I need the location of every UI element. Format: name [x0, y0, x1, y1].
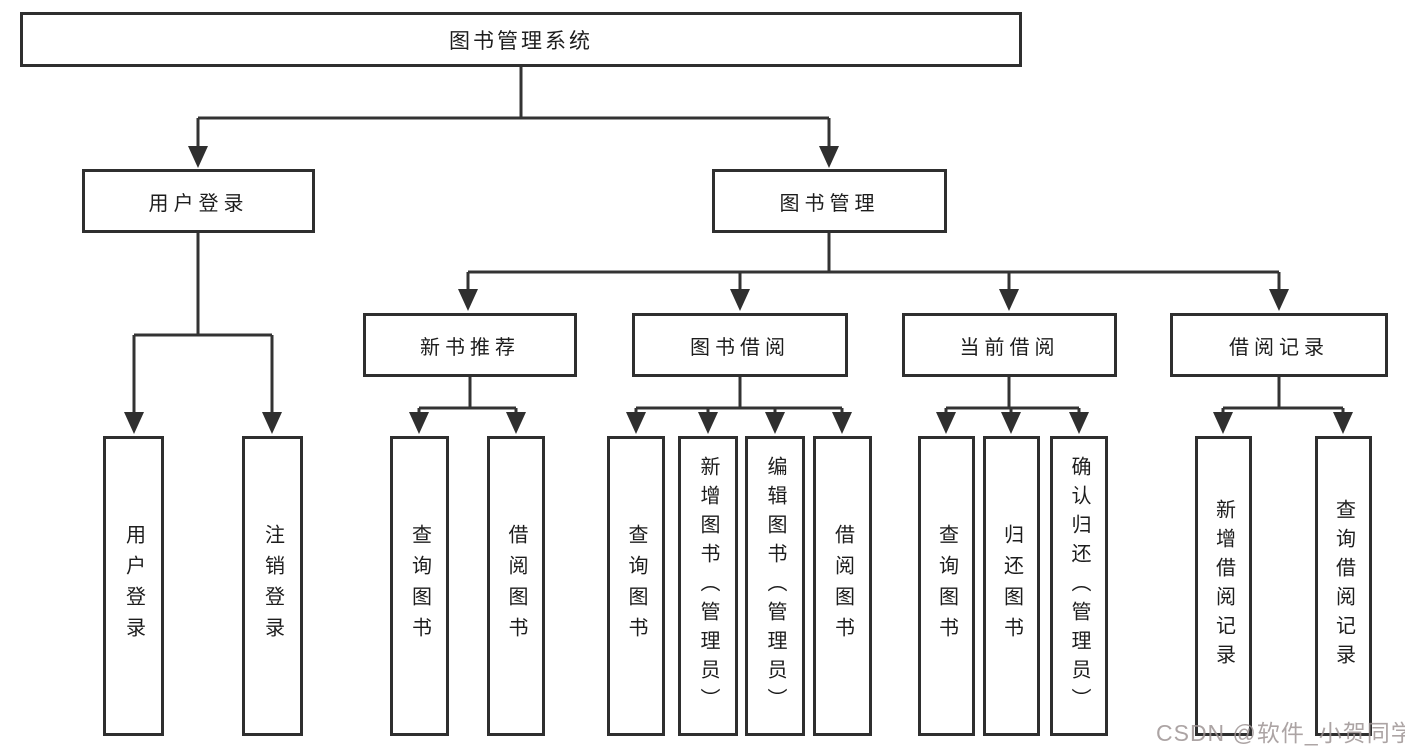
leaf-records-add-record: 新增借阅记录 — [1195, 436, 1252, 736]
leaf-borrowing-borrow-books-label: 借阅图书 — [831, 524, 854, 648]
leaf-borrowing-edit-books-admin: 编辑图书（管理员） — [745, 436, 805, 736]
tree-edges — [132, 67, 1345, 414]
node-current-borrowing: 当前借阅 — [902, 313, 1117, 377]
leaf-borrowing-add-books-admin-label: 新增图书（管理员） — [697, 455, 719, 717]
leaf-borrowing-edit-books-admin-label: 编辑图书（管理员） — [764, 455, 786, 717]
node-user-login-label: 用户登录 — [148, 192, 249, 215]
leaf-newbook-query-books: 查询图书 — [390, 436, 449, 736]
leaf-newbook-borrow-books: 借阅图书 — [487, 436, 545, 736]
node-root: 图书管理系统 — [20, 12, 1022, 67]
leaf-logout-label: 注销登录 — [261, 524, 284, 648]
node-borrow-records: 借阅记录 — [1170, 313, 1388, 377]
node-current-borrowing-label: 当前借阅 — [959, 336, 1060, 359]
leaf-borrowing-borrow-books: 借阅图书 — [813, 436, 872, 736]
leaf-current-return-books: 归还图书 — [983, 436, 1040, 736]
node-new-book-recommend: 新书推荐 — [363, 313, 577, 377]
arrowhead-icons — [124, 146, 1353, 434]
leaf-user-login-label: 用户登录 — [122, 524, 145, 648]
node-user-login: 用户登录 — [82, 169, 315, 233]
csdn-watermark: CSDN @软件_小贺同学 — [1156, 720, 1405, 746]
leaf-user-login: 用户登录 — [103, 436, 164, 736]
leaf-current-query-books-label: 查询图书 — [935, 524, 958, 648]
node-book-borrowing: 图书借阅 — [632, 313, 848, 377]
leaf-records-query-record: 查询借阅记录 — [1315, 436, 1372, 736]
node-book-management-label: 图书管理 — [779, 192, 880, 215]
leaf-borrowing-query-books-label: 查询图书 — [625, 524, 647, 648]
leaf-records-query-record-label: 查询借阅记录 — [1332, 499, 1355, 673]
leaf-borrowing-add-books-admin: 新增图书（管理员） — [678, 436, 738, 736]
leaf-logout: 注销登录 — [242, 436, 303, 736]
leaf-records-add-record-label: 新增借阅记录 — [1212, 499, 1235, 673]
node-book-borrowing-label: 图书借阅 — [690, 336, 790, 359]
node-new-book-recommend-label: 新书推荐 — [420, 336, 520, 359]
leaf-borrowing-query-books: 查询图书 — [607, 436, 665, 736]
node-root-label: 图书管理系统 — [449, 29, 593, 53]
node-book-management: 图书管理 — [712, 169, 947, 233]
leaf-current-confirm-return-admin-label: 确认归还（管理员） — [1068, 455, 1090, 717]
leaf-newbook-query-books-label: 查询图书 — [408, 524, 431, 648]
leaf-current-return-books-label: 归还图书 — [1000, 524, 1023, 648]
node-borrow-records-label: 借阅记录 — [1229, 336, 1329, 359]
leaf-current-confirm-return-admin: 确认归还（管理员） — [1050, 436, 1108, 736]
leaf-newbook-borrow-books-label: 借阅图书 — [505, 524, 527, 648]
leaf-current-query-books: 查询图书 — [918, 436, 975, 736]
